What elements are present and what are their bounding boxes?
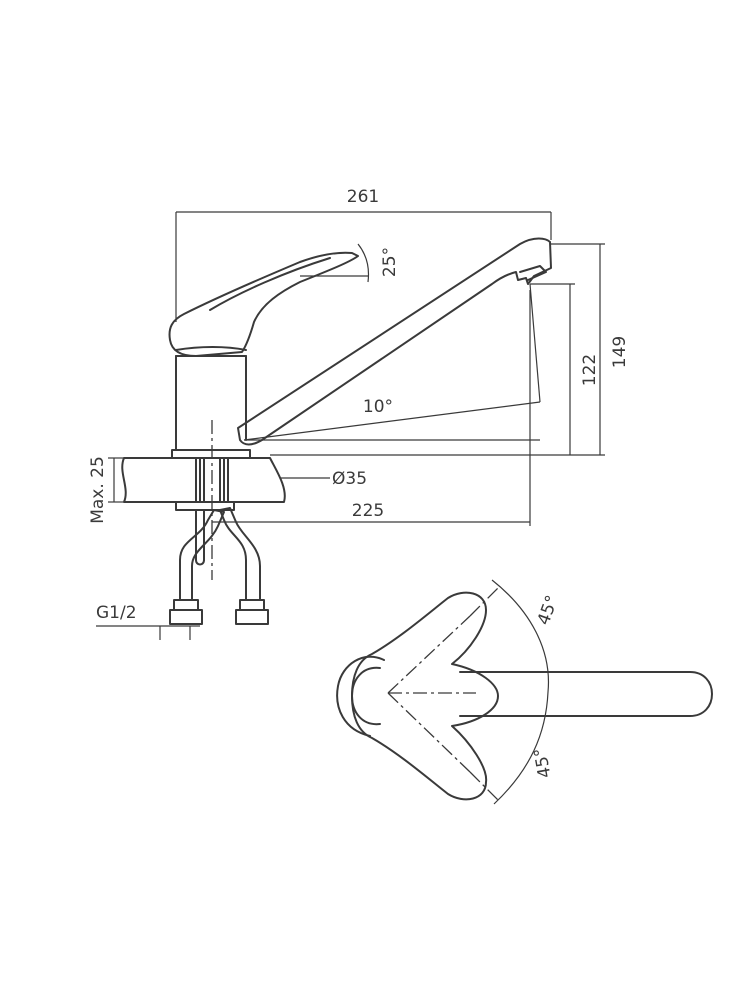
dimension-spout-height-label: 122: [580, 354, 600, 386]
lever-top: [351, 591, 499, 801]
faucet-handle: [168, 251, 359, 357]
dimension-overall-length-label: 261: [347, 187, 379, 207]
dimension-spout-angle: 10°: [243, 283, 541, 441]
dimension-spout-angle-label: 10°: [363, 397, 393, 417]
dimension-handle-angle-label: 25°: [380, 247, 400, 277]
faucet-body: [171, 355, 251, 459]
dimension-spout-reach: 225: [212, 290, 531, 526]
spout-top: [459, 671, 713, 717]
dimension-swivel-left-label: 45°: [534, 593, 563, 628]
swivel-center-lines: [387, 585, 501, 803]
dimension-connection-label: G1/2: [96, 603, 137, 623]
dimension-handle-angle: 25°: [300, 243, 400, 283]
mounting-shank: [175, 457, 235, 566]
countertop-section: Max. 25: [88, 456, 286, 524]
side-view: 261 25°: [88, 187, 630, 640]
dimension-overall-length: 261: [175, 187, 552, 322]
dimension-connection: G1/2: [96, 603, 200, 640]
dimension-spout-reach-label: 225: [352, 501, 384, 521]
flexible-hoses: [169, 507, 269, 625]
dimension-max-thickness-label: Max. 25: [88, 456, 108, 524]
dimension-heights: 122 149: [270, 243, 630, 456]
dimension-swivel-right-label: 45°: [531, 746, 556, 779]
cartridge-outline: [336, 655, 385, 737]
faucet-spout: [237, 237, 552, 446]
dimension-base-diameter: Ø35: [280, 469, 367, 489]
top-view: 45° 45°: [336, 579, 713, 805]
dimension-base-diameter-label: Ø35: [332, 469, 367, 489]
swivel-arc: [491, 579, 550, 805]
dimension-total-height-label: 149: [610, 336, 630, 368]
